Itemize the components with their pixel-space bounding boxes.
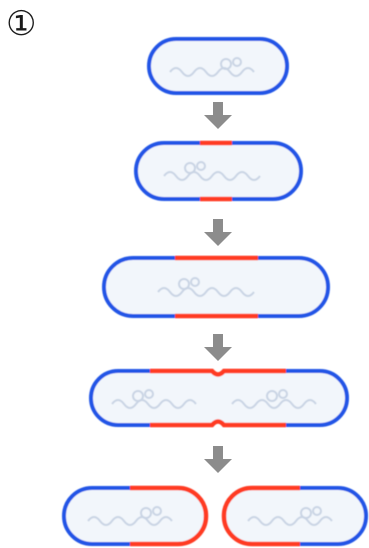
nucleoid-icon [231,389,317,409]
arrow-down-icon [204,334,232,361]
nucleoid-icon [111,389,197,409]
nucleoid-icon [87,506,173,526]
daughter-cell-right [221,485,368,547]
nucleoid-icon [247,506,333,526]
cell-stage-4 [89,368,349,428]
arrow-down-icon [204,102,232,129]
arrow-down-icon [204,446,232,473]
cell-stage-3 [102,255,330,319]
panel-label: ① [6,4,37,44]
daughter-cell-left [62,485,209,547]
arrow-down-icon [204,219,232,246]
nucleoid-icon [163,161,261,181]
nucleoid-icon [157,277,255,297]
nucleoid-icon [169,57,255,77]
cell-stage-2 [134,140,303,202]
cell-stage-1 [147,37,289,95]
